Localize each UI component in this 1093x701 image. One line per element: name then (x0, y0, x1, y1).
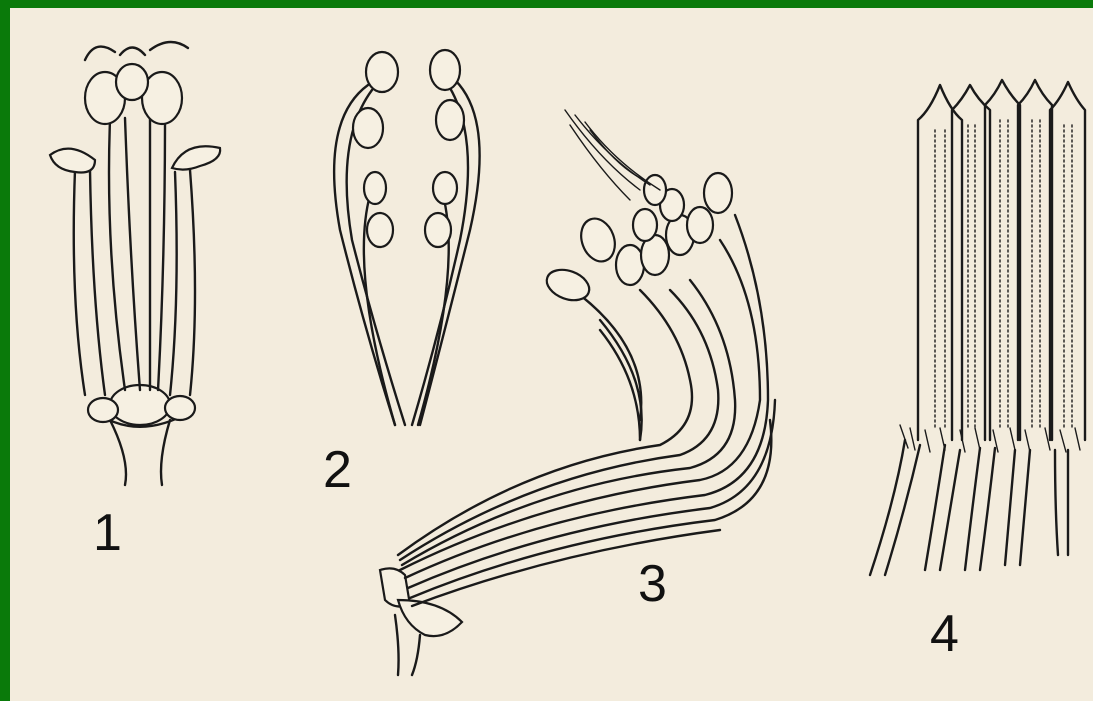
figure-2-label: 2 (323, 444, 352, 496)
figure-4-drawing (870, 80, 1085, 575)
diagram-canvas: 1 2 3 4 (10, 8, 1093, 701)
figure-4-label: 4 (930, 608, 959, 660)
figure-2-drawing (334, 50, 479, 425)
anther-column-1 (870, 85, 962, 575)
anther-column-5 (1050, 82, 1085, 555)
figure-3-label: 3 (638, 558, 667, 610)
figure-1-label: 1 (93, 507, 122, 559)
frame-top-border (0, 0, 1093, 8)
diagram-svg (10, 8, 1093, 701)
frame-left-border (0, 0, 10, 701)
anther-column-4 (1005, 80, 1052, 565)
figure-1-drawing (50, 42, 220, 485)
